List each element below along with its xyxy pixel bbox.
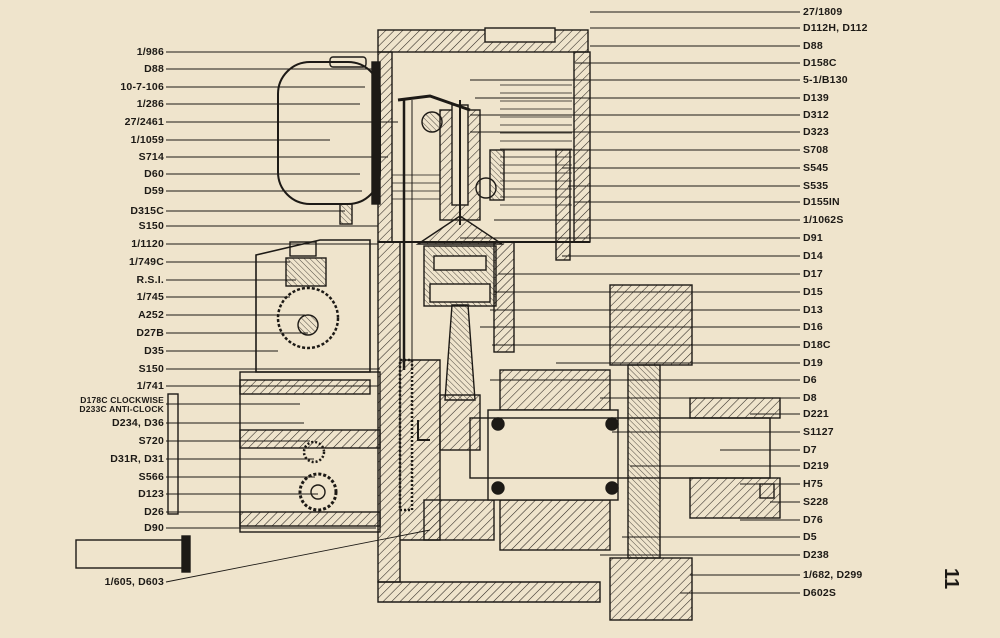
label-d158c: D158C [803,57,837,69]
label-d123: D123 [138,488,164,500]
label-s150-upper: S150 [138,220,164,232]
label-d16: D16 [803,321,823,333]
label-d18c: D18C [803,339,831,351]
page-number: 11 [940,568,962,590]
label-5-1-b130: 5-1/B130 [803,74,848,86]
label-s720: S720 [138,435,164,447]
label-a252: A252 [138,309,164,321]
label-d60: D60 [144,168,164,180]
label-27-1809: 27/1809 [803,6,843,18]
label-d27b: D27B [136,327,164,339]
starting-handle [75,539,185,569]
label-d178c-clockwise: D178C CLOCKWISE [80,395,164,405]
label-s545: S545 [803,162,829,174]
cylinder-head-cap [377,29,589,53]
main-bearing-housing [487,409,619,501]
big-end [439,394,481,451]
crankshaft [469,417,771,479]
label-d233c-anti-clock: D233C ANTI-CLOCK [79,404,164,414]
label-1-986: 1/986 [136,46,164,58]
label-d219: D219 [803,460,829,472]
label-h75: H75 [803,478,823,490]
label-d323: D323 [803,126,829,138]
label-d234-d36: D234, D36 [112,417,164,429]
connecting-rod [444,304,476,401]
label-d90: D90 [144,522,164,534]
fuel-tank [277,61,381,205]
label-d88-right: D88 [803,40,823,52]
label-d8: D8 [803,392,817,404]
label-s228: S228 [803,496,829,508]
cylinder-wall-right [493,241,515,353]
timing-chain [276,286,340,350]
label-d26: D26 [144,506,164,518]
gear-case [239,371,381,533]
label-1-1120: 1/1120 [131,238,164,250]
label-d139: D139 [803,92,829,104]
label-d19: D19 [803,357,823,369]
label-s535: S535 [803,180,829,192]
label-1-605-d603: 1/605, D603 [104,576,164,588]
label-d31r-d31: D31R, D31 [110,453,164,465]
crankcase-wall-left [377,241,401,583]
flywheel-web [627,364,661,559]
label-d112h-d112: D112H, D112 [803,22,868,34]
flywheel-lower [609,557,693,621]
label-s566: S566 [138,471,164,483]
label-1-745: 1/745 [136,291,164,303]
label-d315c: D315C [130,205,164,217]
crankcase-top [499,369,611,411]
label-d88-left: D88 [144,63,164,75]
label-27-2461: 27/2461 [124,116,164,128]
flywheel-upper [609,284,693,366]
label-s150-lower: S150 [138,363,164,375]
start-gear [298,472,338,512]
label-1-286: 1/286 [136,98,164,110]
label-d15: D15 [803,286,823,298]
label-d76: D76 [803,514,823,526]
label-d6: D6 [803,374,817,386]
label-s708: S708 [803,144,829,156]
camshaft-gear [398,358,414,512]
label-d7: D7 [803,444,817,456]
label-1-1062s: 1/1062S [803,214,844,226]
label-d238: D238 [803,549,829,561]
label-d602s: D602S [803,587,837,599]
label-s714: S714 [138,151,164,163]
label-d5: D5 [803,531,817,543]
rocker-pivot [421,111,443,133]
label-d91: D91 [803,232,823,244]
label-s1127: S1127 [803,426,834,438]
label-d221: D221 [803,408,829,420]
label-1-682-d299: 1/682, D299 [803,569,863,581]
label-1-1059: 1/1059 [130,134,164,146]
label-d35: D35 [144,345,164,357]
label-rsi: R.S.I. [136,274,164,286]
label-d13: D13 [803,304,823,316]
label-10-7-106: 10-7-106 [120,81,164,93]
label-d59: D59 [144,185,164,197]
label-d14: D14 [803,250,823,262]
crankcase-bottom [499,499,611,551]
label-1-741: 1/741 [136,380,164,392]
label-d17: D17 [803,268,823,280]
label-1-749c: 1/749C [128,256,164,268]
engine-base [377,581,601,603]
combustion-chamber [415,215,505,245]
label-d312: D312 [803,109,829,121]
block-wall-right [573,51,591,243]
label-d155in: D155IN [803,196,840,208]
